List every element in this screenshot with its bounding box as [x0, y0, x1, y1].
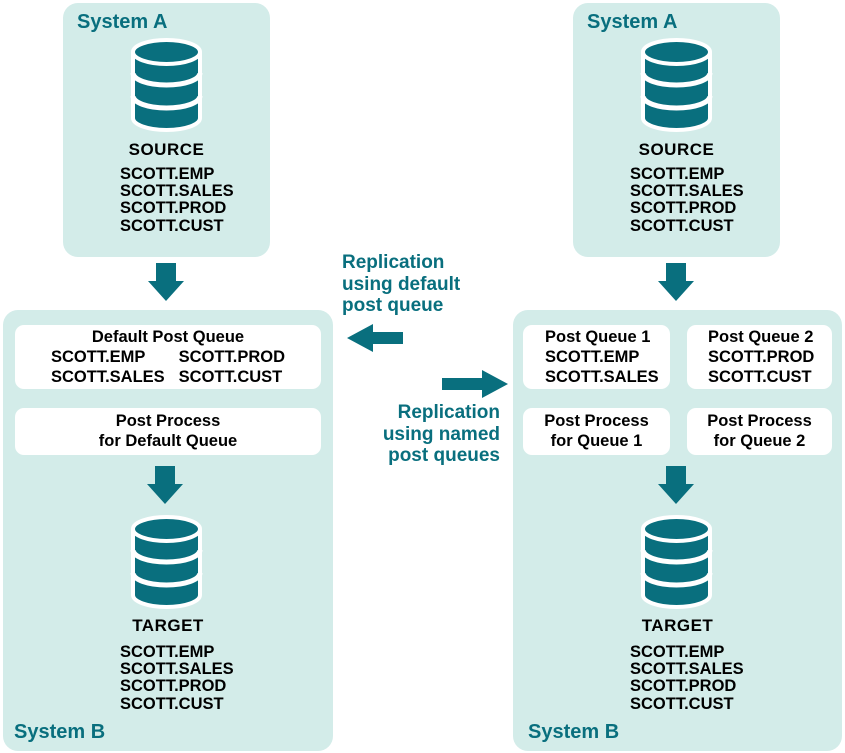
arrow-left-icon — [347, 324, 403, 352]
post-process-1-box: Post Process for Queue 1 — [523, 408, 670, 455]
queue-table-columns: SCOTT.EMP SCOTT.SALES SCOTT.PROD SCOTT.C… — [15, 347, 321, 387]
table-name: SCOTT.CUST — [708, 368, 812, 386]
process-box-line: for Default Queue — [98, 432, 238, 450]
table-name: SCOTT.EMP — [630, 165, 725, 183]
source-table-list: SCOTT.EMP SCOTT.SALES SCOTT.PROD SCOTT.C… — [630, 165, 744, 235]
table-name: SCOTT.SALES — [545, 368, 659, 386]
label-line: using default — [342, 273, 461, 295]
table-name: SCOTT.PROD — [708, 348, 815, 366]
label-line: Replication — [342, 252, 445, 273]
table-name: SCOTT.PROD — [120, 199, 227, 218]
table-name: SCOTT.EMP — [50, 348, 146, 366]
queue-box-title: Post Queue 1 — [545, 328, 651, 346]
right-system-a-title: System A — [587, 11, 678, 33]
table-name: SCOTT.EMP — [120, 165, 215, 183]
post-process-2-box: Post Process for Queue 2 — [687, 408, 832, 455]
queue-column-2: SCOTT.PROD SCOTT.CUST — [179, 347, 285, 387]
left-system-a-title: System A — [77, 11, 168, 33]
target-table-list: SCOTT.EMP SCOTT.SALES SCOTT.PROD SCOTT.C… — [120, 643, 234, 713]
table-name: SCOTT.SALES — [120, 182, 234, 201]
database-icon — [128, 515, 205, 609]
arrow-right-icon — [442, 370, 508, 398]
table-name: SCOTT.CUST — [630, 694, 734, 713]
process-box-line: Post Process — [544, 412, 649, 430]
table-name: SCOTT.CUST — [630, 216, 734, 235]
database-icon — [638, 38, 715, 132]
label-line: post queue — [342, 295, 444, 316]
label-line: using named — [382, 423, 500, 445]
process-box-line: Post Process — [707, 412, 812, 430]
table-name: SCOTT.CUST — [178, 368, 283, 386]
source-label: SOURCE — [638, 140, 715, 159]
table-name: SCOTT.SALES — [50, 368, 165, 386]
queue-column-1: SCOTT.EMP SCOTT.SALES — [51, 347, 165, 387]
left-system-b-title: System B — [14, 721, 106, 743]
table-name: SCOTT.PROD — [178, 348, 286, 366]
default-post-process-box: Post Process for Default Queue — [15, 408, 321, 455]
left-system-a-panel: System A SOURCE SCOTT.EMP SCOTT.SALES SC… — [63, 3, 270, 257]
table-name: SCOTT.PROD — [120, 677, 227, 696]
table-name: SCOTT.PROD — [630, 199, 737, 218]
database-icon — [128, 38, 205, 132]
process-box-line: for Queue 2 — [713, 432, 806, 450]
table-name: SCOTT.EMP — [630, 643, 725, 661]
target-label: TARGET — [132, 616, 204, 635]
table-name: SCOTT.EMP — [120, 643, 215, 661]
database-icon — [638, 515, 715, 609]
queue-box-title: Post Queue 2 — [708, 328, 814, 346]
right-system-b-title: System B — [528, 721, 620, 743]
table-name: SCOTT.CUST — [120, 694, 224, 713]
right-system-b-panel: Post Queue 1 SCOTT.EMP SCOTT.SALES Post … — [513, 310, 842, 751]
table-name: SCOTT.SALES — [120, 660, 234, 679]
process-box-line: Post Process — [115, 412, 221, 430]
table-name: SCOTT.CUST — [120, 216, 224, 235]
right-system-a-panel: System A SOURCE SCOTT.EMP SCOTT.SALES SC… — [573, 3, 780, 257]
arrow-down-icon — [658, 466, 694, 504]
arrow-down-icon — [658, 263, 694, 301]
replication-default-label: Replication using default post queue — [342, 252, 460, 317]
arrow-down-icon — [147, 466, 183, 504]
target-label: TARGET — [641, 616, 714, 635]
arrow-down-icon — [148, 263, 184, 301]
source-table-list: SCOTT.EMP SCOTT.SALES SCOTT.PROD SCOTT.C… — [120, 165, 234, 235]
label-line: post queues — [388, 445, 500, 466]
process-box-line: for Queue 1 — [550, 432, 643, 450]
default-post-queue-box: Default Post Queue SCOTT.EMP SCOTT.SALES… — [15, 325, 321, 389]
table-name: SCOTT.EMP — [545, 348, 640, 366]
left-system-b-panel: Default Post Queue SCOTT.EMP SCOTT.SALES… — [3, 310, 333, 751]
queue-box-title: Default Post Queue — [91, 328, 245, 346]
source-label: SOURCE — [128, 140, 205, 159]
target-table-list: SCOTT.EMP SCOTT.SALES SCOTT.PROD SCOTT.C… — [630, 643, 744, 713]
post-queue-2-box: Post Queue 2 SCOTT.PROD SCOTT.CUST — [687, 325, 832, 389]
label-line: Replication — [397, 402, 500, 423]
post-queue-1-box: Post Queue 1 SCOTT.EMP SCOTT.SALES — [523, 325, 670, 389]
replication-named-label: Replication using named post queues — [383, 402, 500, 467]
table-name: SCOTT.SALES — [630, 182, 744, 201]
table-name: SCOTT.SALES — [630, 660, 744, 679]
table-name: SCOTT.PROD — [630, 677, 737, 696]
